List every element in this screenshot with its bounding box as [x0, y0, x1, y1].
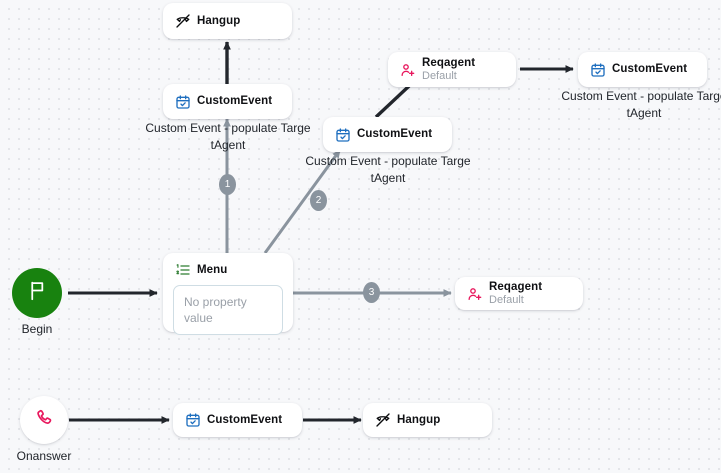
node-title: CustomEvent — [357, 128, 433, 140]
node-customevent-top-right[interactable]: CustomEvent — [578, 52, 707, 87]
node-header: CustomEvent — [163, 94, 292, 110]
caption-line-2: tAgent — [370, 171, 406, 185]
node-hangup-top[interactable]: Hangup — [163, 3, 292, 39]
node-customevent-middle[interactable]: CustomEvent — [323, 117, 452, 152]
node-header: Menu — [173, 262, 283, 278]
node-caption-customevent-middle: Custom Event - populate Targe tAgent — [300, 153, 476, 187]
node-reqagent-right[interactable]: Reqagent Default — [455, 277, 583, 310]
caption-line-1: Custom Event - populate Targe — [145, 121, 311, 135]
begin-node-label: Begin — [21, 322, 53, 336]
phone-hangup-icon — [375, 412, 391, 428]
node-customevent-top-left[interactable]: CustomEvent — [163, 84, 292, 119]
caption-line-1: Custom Event - populate Targe — [561, 89, 721, 103]
node-header: Hangup — [363, 412, 492, 428]
edge-badge-2[interactable]: 2 — [310, 190, 327, 211]
node-reqagent-top[interactable]: Reqagent Default — [388, 52, 516, 87]
caption-line-2: tAgent — [626, 106, 662, 120]
node-subtitle: Default — [489, 294, 524, 306]
begin-node[interactable] — [12, 268, 62, 318]
node-title: CustomEvent — [197, 95, 273, 107]
calendar-check-icon — [185, 412, 201, 428]
node-header: CustomEvent — [578, 62, 707, 78]
node-menu[interactable]: Menu No property value — [163, 253, 293, 335]
node-title: Hangup — [197, 14, 241, 27]
node-title: Reqagent — [422, 57, 476, 69]
caption-line-2: tAgent — [210, 138, 246, 152]
node-text-stack: Reqagent Default — [422, 57, 475, 82]
node-text-stack: Reqagent Default — [489, 281, 542, 306]
phone-hangup-icon — [175, 13, 191, 29]
edge-badge-3[interactable]: 3 — [363, 282, 380, 303]
node-header: Reqagent Default — [388, 57, 516, 82]
node-header: Reqagent Default — [455, 281, 583, 306]
calendar-check-icon — [335, 127, 351, 143]
calendar-check-icon — [175, 94, 191, 110]
node-customevent-bottom[interactable]: CustomEvent — [173, 403, 302, 437]
flag-icon — [27, 280, 48, 306]
node-title: CustomEvent — [207, 413, 283, 426]
node-subtitle: Default — [422, 70, 457, 82]
menu-property-value[interactable]: No property value — [173, 285, 283, 335]
numbered-list-icon — [175, 262, 191, 278]
edge-badge-1[interactable]: 1 — [219, 174, 236, 195]
user-plus-icon — [467, 286, 483, 302]
node-caption-customevent-top-left: Custom Event - populate Targe tAgent — [140, 120, 316, 154]
node-title: Menu — [197, 263, 228, 276]
caption-line-1: Custom Event - populate Targe — [305, 154, 471, 168]
node-title: CustomEvent — [612, 63, 688, 75]
calendar-check-icon — [590, 62, 606, 78]
onanswer-node[interactable] — [20, 396, 68, 444]
onanswer-node-label: Onanswer — [16, 449, 72, 463]
node-hangup-bottom[interactable]: Hangup — [363, 403, 492, 437]
phone-icon — [34, 408, 54, 433]
user-plus-icon — [400, 62, 416, 78]
node-header: CustomEvent — [173, 412, 302, 428]
node-title: Hangup — [397, 413, 441, 426]
node-caption-customevent-top-right: Custom Event - populate Targe tAgent — [556, 88, 721, 122]
node-header: Hangup — [163, 13, 292, 29]
node-title: Reqagent — [489, 281, 543, 293]
node-header: CustomEvent — [323, 127, 452, 143]
